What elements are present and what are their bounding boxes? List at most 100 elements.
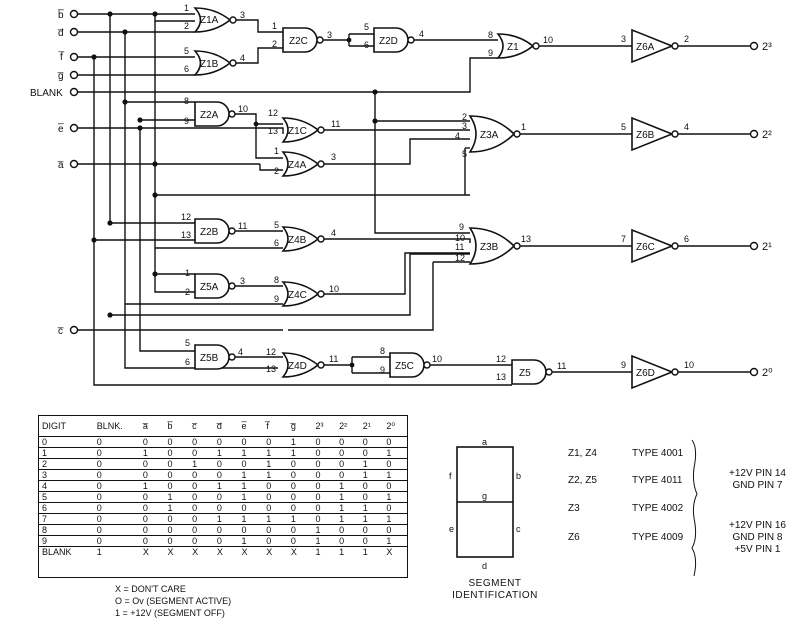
svg-text:4: 4 <box>238 347 243 357</box>
truth-table-cell: 2 <box>39 458 94 470</box>
svg-text:1: 1 <box>272 21 277 31</box>
input-label-c: c̅ <box>58 326 64 337</box>
header-blank: BLNK. <box>93 416 140 437</box>
truth-table-cell: 0 <box>164 480 190 492</box>
output-label-2-2: 2² <box>762 129 772 141</box>
svg-text:Z1B: Z1B <box>200 59 219 70</box>
truth-table-cell: 0 <box>139 502 165 514</box>
svg-text:8: 8 <box>488 30 493 40</box>
truth-table-cell: 0 <box>287 491 313 503</box>
svg-text:12: 12 <box>181 212 191 222</box>
truth-table-cell: 4 <box>39 480 94 492</box>
input-label-g: g̅ <box>57 71 63 82</box>
truth-table-cell: 0 <box>263 502 288 514</box>
truth-table-cell: 0 <box>287 524 313 536</box>
truth-table-cell: 0 <box>263 535 288 547</box>
truth-table-cell: 0 <box>359 524 384 536</box>
svg-text:1: 1 <box>185 268 190 278</box>
truth-table-cell: 8 <box>39 524 94 536</box>
truth-table-cell: 0 <box>93 513 140 525</box>
truth-table-cell: 0 <box>189 513 214 525</box>
output-label-2-3: 2³ <box>762 41 772 53</box>
svg-text:Z4D: Z4D <box>288 361 307 372</box>
input-label-f: f̅ <box>58 51 64 63</box>
header-digit: DIGIT <box>39 416 94 437</box>
svg-text:Z2D: Z2D <box>379 36 398 47</box>
segment-label-c: c <box>516 524 521 534</box>
segment-caption: SEGMENT IDENTIFICATION <box>452 578 538 601</box>
outputs: 2³ 2² 2¹ 2⁰ <box>678 41 773 379</box>
truth-table-cell: 1 <box>238 480 264 492</box>
ic-type: TYPE 4011 <box>632 475 683 486</box>
truth-table-cell: 0 <box>383 502 407 514</box>
truth-table-cell: 0 <box>263 436 288 448</box>
svg-text:2: 2 <box>684 34 689 44</box>
truth-table-cell: 0 <box>336 535 360 547</box>
truth-table-cell: 0 <box>359 480 384 492</box>
svg-text:Z6A: Z6A <box>636 42 655 53</box>
input-terminal-f <box>69 52 79 62</box>
svg-text:10: 10 <box>455 233 465 243</box>
truth-table-cell: 0 <box>312 513 337 525</box>
svg-text:Z6C: Z6C <box>636 242 655 253</box>
truth-table-cell: 0 <box>213 458 239 470</box>
svg-text:3: 3 <box>240 10 245 20</box>
svg-text:5: 5 <box>185 338 190 348</box>
truth-table-cell: X <box>290 547 297 557</box>
truth-table-cell: 0 <box>164 436 190 448</box>
gate-z1a: Z1A 123 <box>184 3 245 33</box>
output-terminal-2-0 <box>749 367 759 377</box>
input-terminal-e <box>69 123 79 133</box>
truth-table-cell: 1 <box>164 502 190 514</box>
input-terminal-a <box>69 159 79 169</box>
svg-text:9: 9 <box>621 360 626 370</box>
svg-text:Z5A: Z5A <box>200 282 219 293</box>
header-2-0: 2⁰ <box>383 416 407 437</box>
svg-text:9: 9 <box>184 116 189 126</box>
header-d: d̅ <box>213 416 239 437</box>
legend-line: 1 = +12V (SEGMENT OFF) <box>115 608 225 618</box>
svg-text:4: 4 <box>455 131 460 141</box>
truth-table-cell: 1 <box>189 458 214 470</box>
truth-table-cell: 1 <box>213 480 239 492</box>
svg-text:1: 1 <box>274 146 279 156</box>
truth-table-cell: X <box>142 547 149 557</box>
svg-text:6: 6 <box>184 64 189 74</box>
truth-table-cell: 0 <box>139 491 165 503</box>
truth-table-cell: 0 <box>238 524 264 536</box>
input-label-blank: BLANK <box>30 88 63 99</box>
svg-text:Z1A: Z1A <box>200 15 219 26</box>
header-a: a̅ <box>139 416 165 437</box>
truth-table-cell: 0 <box>312 491 337 503</box>
truth-table-cell: 1 <box>336 491 360 503</box>
truth-table-cell: 0 <box>189 491 214 503</box>
svg-text:8: 8 <box>380 346 385 356</box>
truth-table-cell: 1 <box>359 513 384 525</box>
ic-type: TYPE 4001 <box>632 448 684 459</box>
svg-text:9: 9 <box>380 365 385 375</box>
svg-text:Z1C: Z1C <box>288 126 307 137</box>
svg-text:12: 12 <box>496 354 506 364</box>
truth-table-cell: 1 <box>263 458 288 470</box>
svg-text:10: 10 <box>238 104 248 114</box>
gate-z4a: Z4A 123 <box>274 146 336 177</box>
svg-text:6: 6 <box>364 40 369 50</box>
truth-table-cell: 0 <box>336 436 360 448</box>
svg-text:4: 4 <box>240 53 245 63</box>
input-rails: b̅ d̅ f̅ g̅ BLANK e̅ a̅ c̅ <box>30 9 512 386</box>
truth-table-cell: 0 <box>336 469 360 481</box>
svg-text:Z2A: Z2A <box>200 110 219 121</box>
truth-table-cell: 1 <box>238 491 264 503</box>
input-label-e: e̅ <box>58 123 64 135</box>
svg-text:Z4A: Z4A <box>288 160 307 171</box>
truth-table-cell: 1 <box>339 547 345 557</box>
truth-table-cell: 0 <box>336 524 360 536</box>
truth-table-cell: 0 <box>93 535 140 547</box>
truth-table-cell: X <box>216 547 223 557</box>
svg-text:Z1: Z1 <box>507 42 519 53</box>
